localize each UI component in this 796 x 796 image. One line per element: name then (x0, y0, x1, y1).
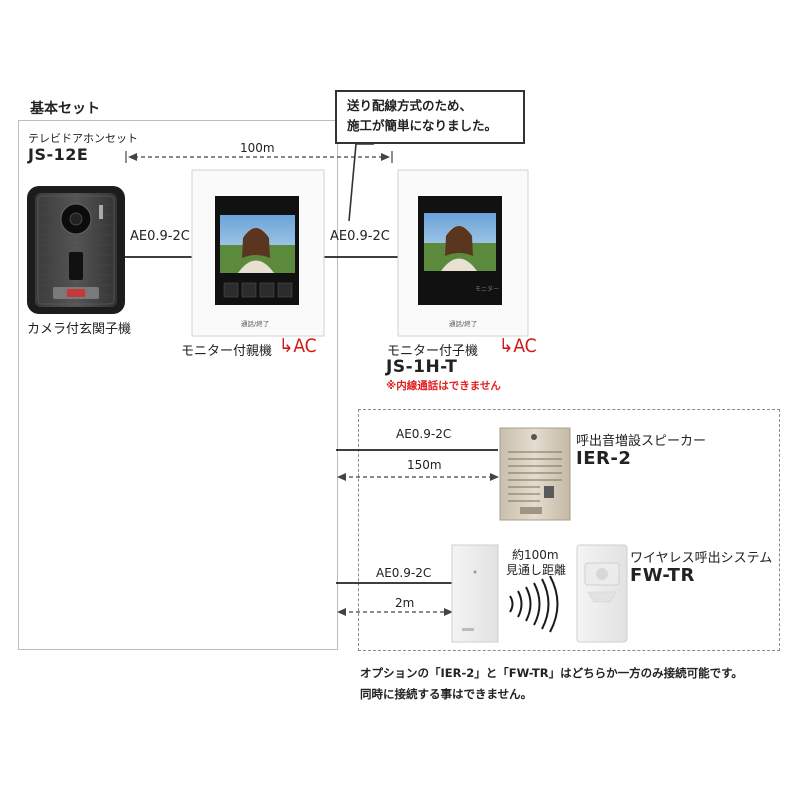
set-title: 基本セット (30, 101, 100, 117)
master-monitor-label: モニター付親機 (181, 344, 273, 359)
set-subtitle: テレビドアホンセット (28, 132, 138, 145)
dist3-arrow-right (444, 608, 453, 616)
dist2-arrow-right (490, 473, 499, 481)
wireless-model: FW-TR (630, 565, 695, 586)
speaker-illustration (499, 427, 571, 521)
distance-arrows (125, 151, 499, 616)
cable-label-3: AE0.9-2C (396, 427, 452, 441)
cable-label-2: AE0.9-2C (330, 229, 390, 244)
cable-label-4: AE0.9-2C (376, 566, 432, 580)
distance-label-1: 100m (240, 141, 275, 155)
sub-monitor-illustration (397, 169, 529, 337)
speaker-label: 呼出音増設スピーカー (576, 434, 707, 449)
distance-label-2: 150m (407, 458, 442, 472)
wireless-label: ワイヤレス呼出システム (630, 551, 773, 566)
dist2-arrow-left (337, 473, 346, 481)
set-model: JS-12E (28, 145, 89, 164)
callout-pointer (348, 143, 374, 222)
ac-plug-icon: ↳ (279, 335, 294, 357)
door-station-illustration (27, 186, 125, 314)
door-station-label: カメラ付玄関子機 (27, 322, 132, 337)
notice-line-2: 同時に接続する事はできません。 (360, 687, 533, 701)
cable-label-1: AE0.9-2C (130, 229, 190, 244)
wireless-receiver-illustration (576, 544, 628, 643)
dist3-arrow-left (337, 608, 346, 616)
sub-monitor-label: モニター付子機 (387, 344, 479, 359)
sub-monitor-note: ※内線通話はできません (386, 380, 501, 392)
sub-side-text: モニター (475, 286, 500, 293)
master-power: ↳AC (279, 337, 317, 356)
dist1-arrow-left (128, 153, 137, 161)
master-power-label: AC (293, 335, 317, 357)
radio-waves-icon (509, 575, 559, 633)
wireless-transmitter-illustration (451, 544, 499, 643)
master-monitor-illustration (191, 169, 325, 337)
wireless-range-1: 約100m (512, 548, 559, 562)
dist1-arrow-right (381, 153, 390, 161)
wireless-range-2: 見通し距離 (506, 563, 567, 577)
ac-plug-icon: ↳ (499, 335, 514, 357)
option-frame (358, 409, 780, 651)
callout-box: 送り配線方式のため、 施工が簡単になりました。 (335, 90, 525, 144)
notice-line-1: オプションの「IER-2」と「FW-TR」はどちらか一方のみ接続可能です。 (360, 666, 743, 680)
sub-panel-text: 通話/終了 (449, 320, 478, 328)
sub-power-label: AC (513, 335, 537, 357)
callout-line-2: 施工が簡単になりました。 (347, 118, 498, 133)
main-wires (125, 256, 498, 584)
sub-power: ↳AC (499, 337, 537, 356)
basic-set-frame (18, 120, 338, 650)
callout-line-1: 送り配線方式のため、 (347, 98, 473, 113)
sub-monitor-model: JS-1H-T (386, 357, 458, 377)
master-panel-text: 通話/終了 (241, 320, 270, 328)
speaker-model: IER-2 (576, 448, 632, 469)
distance-label-3: 2m (395, 596, 415, 610)
